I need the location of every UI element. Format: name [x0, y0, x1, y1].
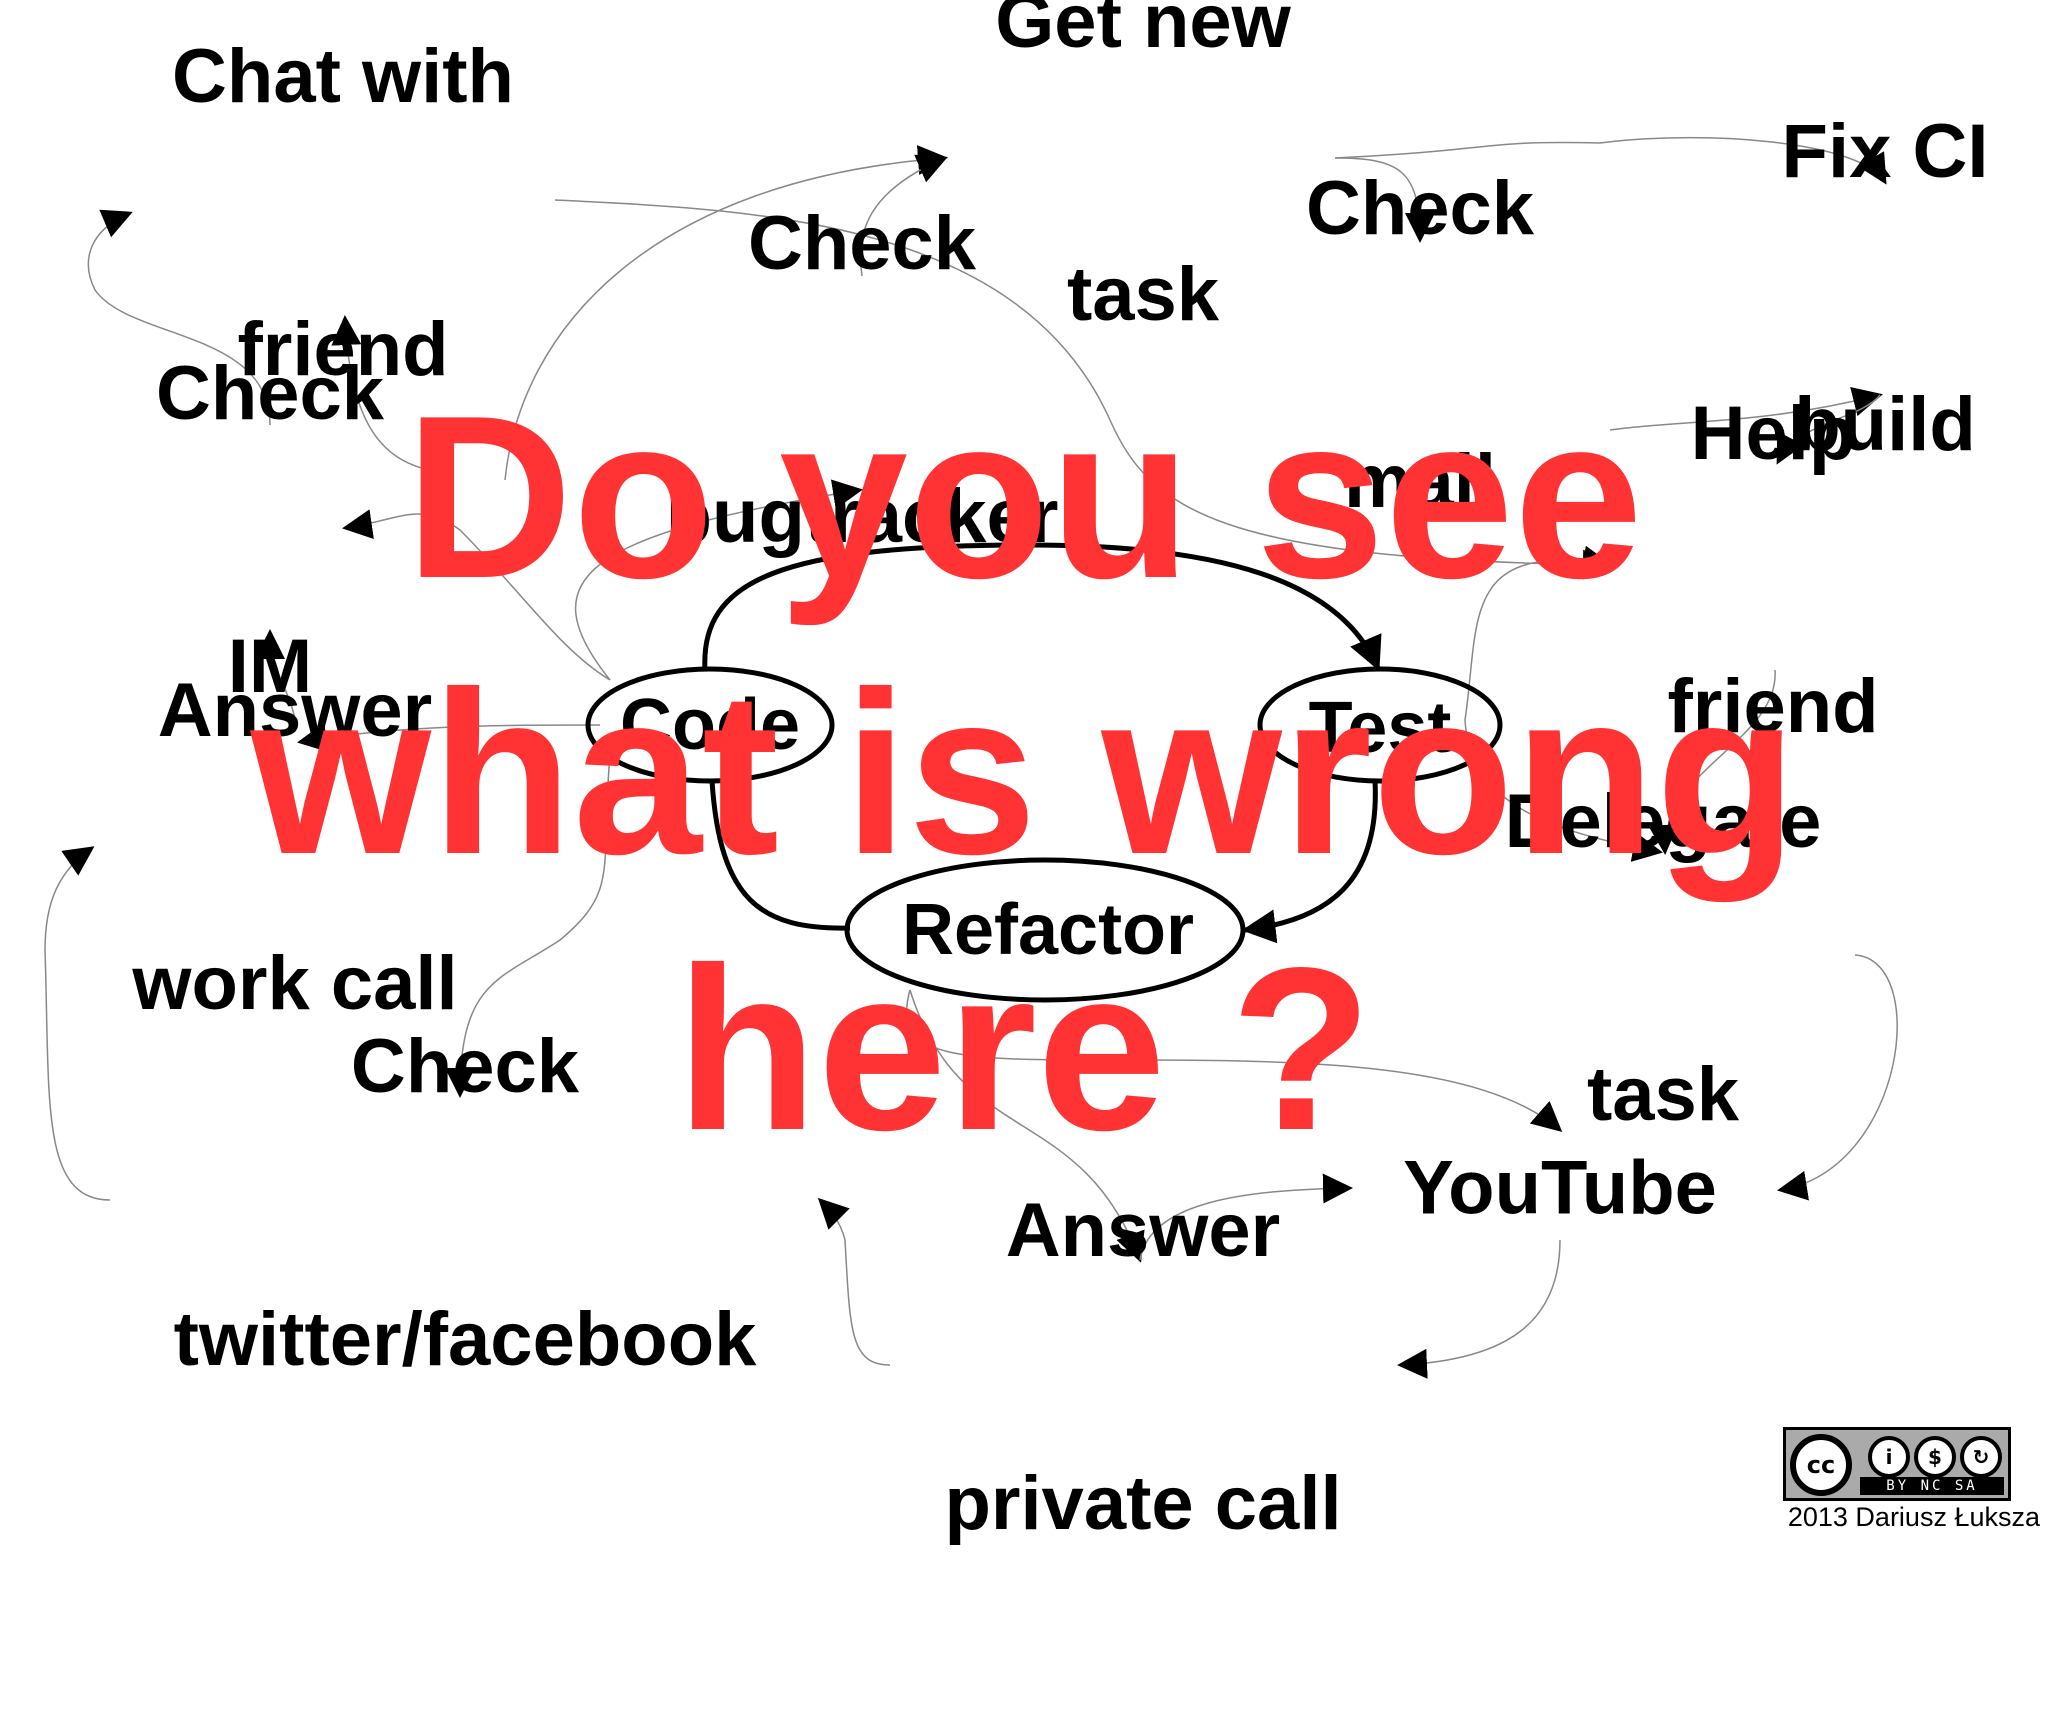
- node-fix-ci-build: Fix CI build: [1781, 109, 1989, 467]
- edge: [909, 989, 1145, 1263]
- cc-logo-icon: cc: [1790, 1434, 1852, 1496]
- edge: [859, 154, 948, 277]
- edge: [504, 145, 948, 481]
- edge-refactor-code: [709, 780, 851, 931]
- author-credit: 2013 Dariusz Łuksza: [1787, 1502, 2040, 1532]
- edge: [1397, 1239, 1561, 1379]
- edge: [554, 199, 1613, 580]
- node-check-mail: Check mail: [1305, 166, 1535, 524]
- cc-license-badge: cc i $ ↻ BY NC SA: [1783, 1427, 2011, 1501]
- edge-code-test: [702, 542, 1382, 672]
- edge: [255, 629, 296, 721]
- node-delegate-task: Delegate task: [1504, 779, 1822, 1137]
- node-youtube: YouTube: [1403, 1145, 1717, 1231]
- diagram-edges: [44, 136, 1898, 1379]
- edge: [445, 754, 611, 1098]
- edge: [342, 509, 611, 681]
- node-answer-private-call: Answer private call: [944, 1188, 1342, 1546]
- edge: [817, 1197, 891, 1366]
- node-check-bugtracker: Check bugtracker: [665, 201, 1059, 559]
- node-help-friend: Help friend: [1667, 391, 1879, 749]
- edge: [1139, 1173, 1353, 1261]
- edge: [87, 209, 271, 426]
- edge: [1464, 719, 1663, 862]
- cycle-label-test: Test: [1308, 688, 1452, 768]
- node-get-new-task: Get new task: [995, 0, 1291, 337]
- edge: [1334, 136, 1887, 185]
- node-check-im: Check IM: [155, 351, 385, 709]
- node-chat-with-friend: Chat with friend: [172, 34, 514, 392]
- ellipse-code: [585, 666, 835, 784]
- license-strip: BY NC SA: [1860, 1477, 2004, 1495]
- sharealike-icon: ↻: [1960, 1436, 2002, 1478]
- diagram-canvas: Chat with friend Get new task Fix CI bui…: [44, 0, 2040, 1546]
- node-check-twitter-facebook: Check twitter/facebook: [173, 1024, 757, 1382]
- edge: [297, 722, 601, 753]
- edge: [44, 846, 111, 1201]
- edge: [905, 989, 1563, 1132]
- noncommercial-icon: $: [1914, 1436, 1956, 1478]
- cycle-label-refactor: Refactor: [901, 890, 1195, 970]
- edge: [1609, 386, 1883, 431]
- edge: [1776, 394, 1881, 465]
- edge-test-refactor: [1241, 780, 1378, 944]
- cycle-label-code: Code: [620, 685, 800, 765]
- edge: [574, 479, 863, 681]
- attribution-icon: i: [1868, 1436, 1910, 1478]
- edge: [1464, 545, 1613, 721]
- edge: [1334, 157, 1435, 243]
- edge: [331, 315, 431, 471]
- edge: [1777, 954, 1898, 1201]
- edge: [1648, 669, 1776, 855]
- node-answer-work-call: Answer work call: [132, 668, 458, 1026]
- overlay-question: Do you see what is wrong here ?: [250, 368, 1798, 1179]
